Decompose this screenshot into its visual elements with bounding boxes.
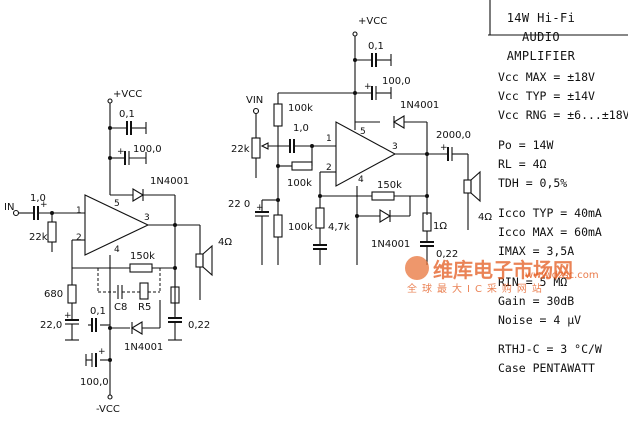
title-line2: AMPLIFIER xyxy=(506,49,576,63)
page-title: 14W Hi-Fi AUDIO AMPLIFIER xyxy=(487,9,595,66)
left-r-680: 680 xyxy=(44,289,63,300)
svg-text:5: 5 xyxy=(360,127,366,137)
left-c-out: 0,22 xyxy=(188,320,210,331)
spec-noise: Noise = 4 µV xyxy=(498,313,582,327)
left-diode-top: 1N4001 xyxy=(150,176,189,187)
right-c-in: 1,0 xyxy=(293,123,309,134)
spec-vcc-rng: Vcc RNG = ±6...±18V xyxy=(498,108,628,122)
right-r-div2: 100k xyxy=(288,222,313,233)
watermark-logo-icon xyxy=(405,256,429,280)
svg-text:5: 5 xyxy=(114,199,120,209)
spec-imax: IMAX = 3,5A xyxy=(498,244,575,258)
svg-text:+: + xyxy=(98,347,106,357)
left-input-label: IN xyxy=(4,202,14,213)
svg-text:3: 3 xyxy=(392,142,398,152)
spec-rl: RL = 4Ω xyxy=(498,157,547,171)
svg-text:+: + xyxy=(364,82,372,92)
right-c-022: 0,22 xyxy=(436,249,458,260)
watermark-cn: 维库电子市场网 xyxy=(433,258,573,282)
left-c-top1: 0,1 xyxy=(119,109,135,120)
left-r5: R5 xyxy=(138,302,151,313)
left-c-bot1: 0,1 xyxy=(90,306,106,317)
watermark-sub: 全球最大IC采购网站 xyxy=(407,284,547,295)
spec-vcc-typ: Vcc TYP = ±14V xyxy=(498,89,595,103)
svg-text:+: + xyxy=(256,203,264,213)
right-c-out: 2000,0 xyxy=(436,130,471,141)
svg-text:3: 3 xyxy=(144,213,150,223)
svg-text:4: 4 xyxy=(358,175,364,185)
right-r-1ohm: 1Ω xyxy=(433,221,447,232)
right-supply: +VCC xyxy=(358,16,387,27)
svg-text:2: 2 xyxy=(76,233,82,243)
left-c-top2: 100,0 xyxy=(133,144,162,155)
watermark: 维库电子市场网 www.dzsc.com 全球最大IC采购网站 xyxy=(405,256,605,296)
right-diode-bot: 1N4001 xyxy=(371,239,410,250)
spec-po: Po = 14W xyxy=(498,138,554,152)
svg-text:2: 2 xyxy=(326,163,332,173)
svg-text:+: + xyxy=(117,147,125,157)
right-c-22: 22 0 xyxy=(228,199,250,210)
right-diode-top: 1N4001 xyxy=(400,100,439,111)
spec-case: Case PENTAWATT xyxy=(498,361,595,375)
svg-text:+: + xyxy=(40,200,48,210)
right-input-label: VIN xyxy=(246,95,263,106)
spec-rthjc: RTHJ-C = 3 °C/W xyxy=(498,342,602,356)
right-opamp xyxy=(335,121,397,187)
left-supply-neg: -VCC xyxy=(96,404,120,415)
right-r-div1: 100k xyxy=(288,103,313,114)
spec-gain: Gain = 30dB xyxy=(498,294,575,308)
svg-text:+: + xyxy=(440,143,448,153)
left-c8: C8 xyxy=(114,302,127,313)
svg-text:1: 1 xyxy=(76,206,82,216)
left-c-22: 22,0 xyxy=(40,320,62,331)
left-diode-bot: 1N4001 xyxy=(124,342,163,353)
spec-vcc-max: Vcc MAX = ±18V xyxy=(498,70,595,84)
right-r-pot: 22k xyxy=(231,144,250,155)
left-supply-pos: +VCC xyxy=(113,89,142,100)
svg-text:1: 1 xyxy=(326,134,332,144)
left-opamp xyxy=(84,194,150,256)
svg-text:4: 4 xyxy=(114,245,120,255)
left-circuit: +VCC 0,1 100,0 + 1N4001 1 2 3 4 5 IN xyxy=(4,89,232,415)
right-r-fb: 150k xyxy=(377,180,402,191)
svg-text:+: + xyxy=(64,311,72,321)
left-c-bot2: 100,0 xyxy=(80,377,109,388)
right-c-top2: 100,0 xyxy=(382,76,411,87)
left-c-in: 1,0 xyxy=(30,193,46,204)
spec-tdh: TDH = 0,5% xyxy=(498,176,568,190)
right-r-bias: 100k xyxy=(287,178,312,189)
right-circuit: +VCC 0,1 100,0 + 100k 1N4001 1 2 xyxy=(228,16,492,265)
watermark-url: www.dzsc.com xyxy=(525,270,599,281)
title-line1: 14W Hi-Fi AUDIO xyxy=(506,11,576,44)
left-speaker: 4Ω xyxy=(218,237,232,248)
right-speaker: 4Ω xyxy=(478,212,492,223)
spec-icco-max: Icco MAX = 60mA xyxy=(498,225,602,239)
left-r-fb: 150k xyxy=(130,251,155,262)
spec-icco-typ: Icco TYP = 40mA xyxy=(498,206,602,220)
left-r-in: 22k xyxy=(29,232,48,243)
right-c-top1: 0,1 xyxy=(368,41,384,52)
right-r-47k: 4,7k xyxy=(328,222,350,233)
spec-rin: RIN = 5 MΩ xyxy=(498,275,568,289)
